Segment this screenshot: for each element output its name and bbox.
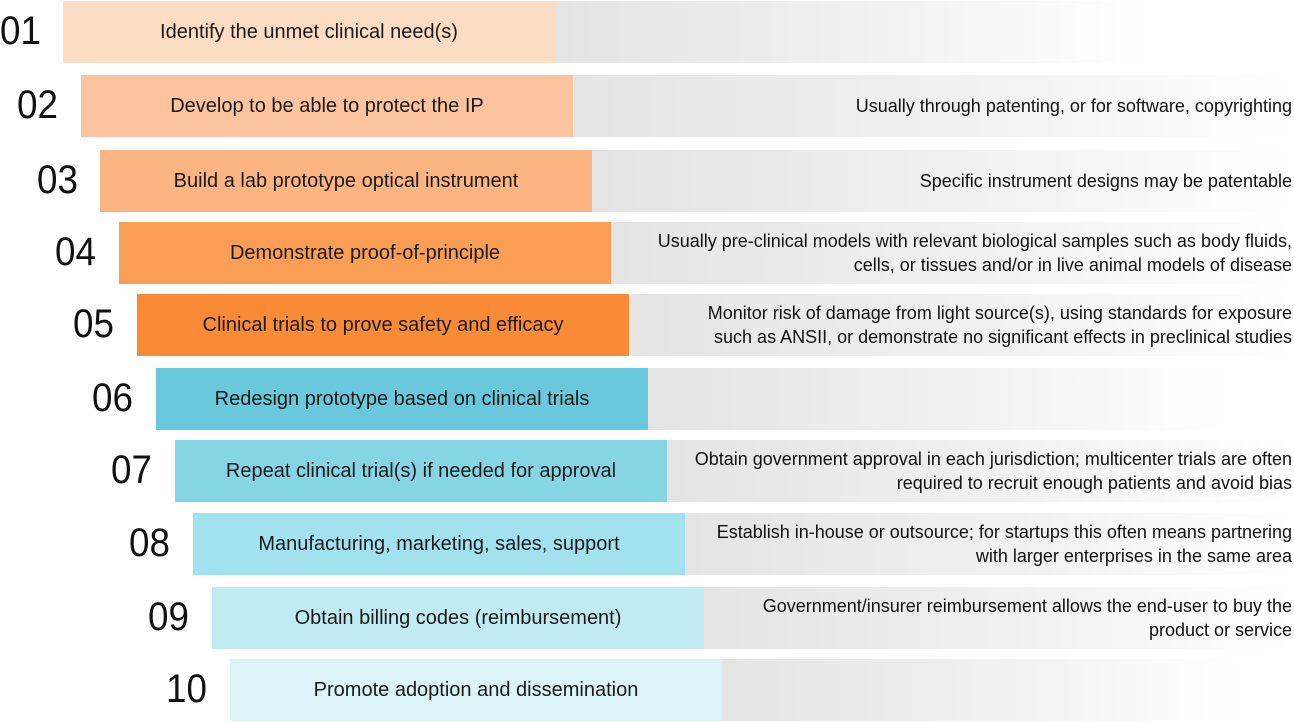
step-label: Obtain billing codes (reimbursement) xyxy=(294,606,622,629)
step-band xyxy=(685,513,1294,575)
step-note: Obtain government approval in each juris… xyxy=(672,440,1292,502)
step-note: Usually through patenting, or for softwa… xyxy=(580,75,1292,137)
step-band xyxy=(666,440,1294,502)
step-box: Redesign prototype based on clinical tri… xyxy=(156,368,648,430)
step-row-10: 10 Promote adoption and dissemination xyxy=(0,659,1294,721)
step-row-07: 07 Repeat clinical trial(s) if needed fo… xyxy=(0,440,1294,502)
step-label: Redesign prototype based on clinical tri… xyxy=(214,387,590,410)
step-label: Develop to be able to protect the IP xyxy=(170,94,484,117)
step-row-02: 02 Develop to be able to protect the IP … xyxy=(0,75,1294,137)
step-row-09: 09 Obtain billing codes (reimbursement) … xyxy=(0,587,1294,649)
step-number: 03 xyxy=(37,158,78,202)
step-number: 01 xyxy=(0,9,41,53)
step-band xyxy=(722,659,1242,721)
step-box: Obtain billing codes (reimbursement) xyxy=(212,587,704,649)
step-band xyxy=(555,1,1145,63)
step-note: Usually pre-clinical models with relevan… xyxy=(624,222,1292,284)
step-label: Build a lab prototype optical instrument xyxy=(173,169,519,192)
step-box: Build a lab prototype optical instrument xyxy=(100,150,592,212)
step-box: Manufacturing, marketing, sales, support xyxy=(193,513,685,575)
step-box: Identify the unmet clinical need(s) xyxy=(63,1,555,63)
step-box: Repeat clinical trial(s) if needed for a… xyxy=(175,440,667,502)
step-note-text: Usually through patenting, or for softwa… xyxy=(855,96,1292,116)
step-label: Demonstrate proof-of-principle xyxy=(229,241,501,264)
step-band xyxy=(629,294,1294,356)
step-label: Clinical trials to prove safety and effi… xyxy=(202,313,564,336)
step-box: Clinical trials to prove safety and effi… xyxy=(137,294,629,356)
step-label: Identify the unmet clinical need(s) xyxy=(160,20,458,43)
step-note: Government/insurer reimbursement allows … xyxy=(712,587,1292,649)
step-label: Repeat clinical trial(s) if needed for a… xyxy=(225,459,617,482)
step-label: Promote adoption and dissemination xyxy=(313,678,639,701)
step-band xyxy=(573,75,1294,137)
step-row-04: 04 Demonstrate proof-of-principle Usuall… xyxy=(0,222,1294,284)
step-box: Demonstrate proof-of-principle xyxy=(119,222,611,284)
step-note: Monitor risk of damage from light source… xyxy=(690,288,1292,362)
step-band xyxy=(611,222,1294,284)
step-note-text: Establish in-house or outsource; for sta… xyxy=(716,522,1292,566)
step-number: 05 xyxy=(73,302,114,346)
step-box: Develop to be able to protect the IP xyxy=(81,75,573,137)
step-note-text: Monitor risk of damage from light source… xyxy=(707,303,1292,347)
step-number: 07 xyxy=(111,448,152,492)
step-number: 10 xyxy=(166,667,207,711)
step-row-03: 03 Build a lab prototype optical instrum… xyxy=(0,150,1294,212)
step-note: Establish in-house or outsource; for sta… xyxy=(716,513,1292,575)
step-note-text: Government/insurer reimbursement allows … xyxy=(762,596,1292,640)
step-row-05: 05 Clinical trials to prove safety and e… xyxy=(0,294,1294,356)
step-number: 08 xyxy=(129,521,170,565)
step-band xyxy=(592,150,1294,212)
step-note: Specific instrument designs may be paten… xyxy=(600,150,1292,212)
step-label: Manufacturing, marketing, sales, support xyxy=(258,532,620,555)
step-row-06: 06 Redesign prototype based on clinical … xyxy=(0,368,1294,430)
step-row-08: 08 Manufacturing, marketing, sales, supp… xyxy=(0,513,1294,575)
step-note-text: Usually pre-clinical models with relevan… xyxy=(657,231,1292,275)
step-band xyxy=(704,587,1294,649)
step-number: 02 xyxy=(17,83,58,127)
step-number: 04 xyxy=(55,230,96,274)
step-row-01: 01 Identify the unmet clinical need(s) xyxy=(0,1,1294,63)
step-band xyxy=(648,368,1230,430)
step-note-text: Obtain government approval in each juris… xyxy=(694,449,1292,493)
step-note-text: Specific instrument designs may be paten… xyxy=(919,171,1292,191)
step-box: Promote adoption and dissemination xyxy=(230,659,722,721)
step-number: 09 xyxy=(148,595,189,639)
step-number: 06 xyxy=(92,376,133,420)
